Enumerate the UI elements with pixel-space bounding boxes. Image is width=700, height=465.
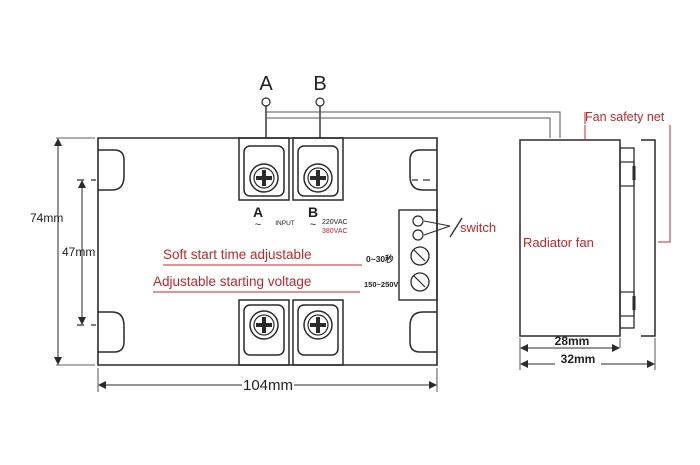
switch-terminal-2: [412, 229, 424, 241]
fan-wires: [266, 111, 561, 138]
starting-voltage-knob[interactable]: [410, 272, 430, 292]
terminal-bottom-a: [238, 299, 290, 366]
fan-safety-net: [641, 139, 656, 337]
soft-start-range: 0~30秒: [366, 254, 394, 264]
side-inner-label: 28mm: [555, 334, 590, 348]
height-inner-label: 47mm: [62, 245, 95, 259]
switch-annotation: [423, 217, 463, 238]
input-a-label: A: [253, 204, 263, 220]
width-label: 104mm: [243, 377, 293, 394]
mounting-slot-bottom-left: [98, 311, 125, 353]
mounting-slot-top-right: [409, 149, 437, 191]
mounting-slot-bottom-right: [409, 311, 437, 353]
terminal-b-label: B: [313, 73, 326, 95]
switch-label: switch: [460, 220, 496, 235]
switch-terminal-1: [412, 215, 424, 227]
vac-220-label: 220VAC: [322, 219, 348, 226]
control-panel: [398, 209, 438, 301]
soft-start-label: Soft start time adjustable: [163, 247, 312, 262]
terminal-top-a: [238, 137, 290, 201]
height-outer-label: 74mm: [30, 211, 63, 225]
safety-net-leader: [658, 125, 671, 243]
input-wire-b: [315, 97, 325, 138]
mounting-slot-top-left: [98, 149, 125, 191]
voltage-range: 150~250V: [364, 280, 398, 289]
radiator-fan: [519, 139, 636, 337]
soft-start-knob[interactable]: [410, 246, 430, 266]
side-outer-label: 32mm: [561, 352, 596, 366]
radiator-fan-label: Radiator fan: [523, 235, 594, 250]
input-label: INPUT: [275, 220, 295, 227]
starting-voltage-label: Adjustable starting voltage: [153, 274, 311, 289]
terminal-bottom-b: [292, 299, 344, 366]
svg-text:~: ~: [310, 219, 316, 231]
fan-safety-net-label: Fan safety net: [585, 110, 665, 124]
input-b-label: B: [308, 204, 318, 220]
svg-text:~: ~: [255, 219, 261, 231]
input-wire-a: [261, 97, 271, 138]
terminal-a-label: A: [259, 73, 273, 95]
terminal-top-b: [292, 137, 344, 201]
vac-380-label: 380VAC: [322, 228, 348, 235]
dimension-height-outer: [54, 137, 95, 366]
